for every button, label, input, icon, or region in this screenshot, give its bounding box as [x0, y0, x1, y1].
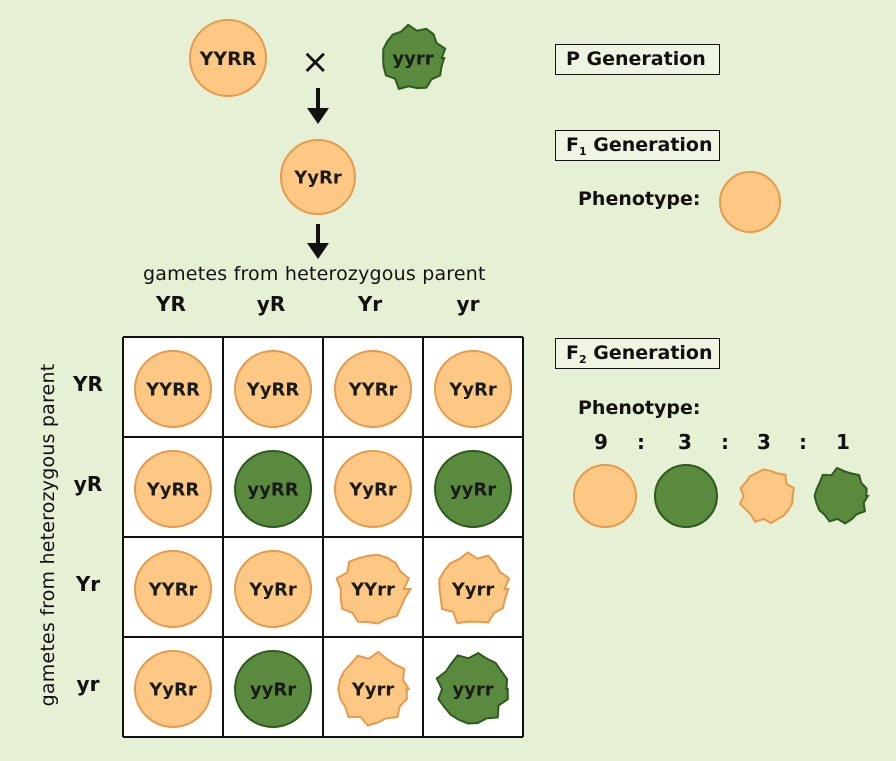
genotype-label: YyRr [448, 380, 497, 401]
green-wrinkled-pea-icon [382, 23, 447, 91]
genotype-label: yyRr [250, 680, 296, 701]
green-wrinkled-pea-icon [435, 651, 509, 725]
f2-phenotype-green-round [654, 464, 718, 528]
row-header-yr: yr [76, 672, 100, 696]
punnett-cell-YYrr: YYrr [335, 553, 413, 625]
arrow-f1-to-f2 [307, 224, 329, 259]
top-gametes-label: gametes from heterozygous parent [143, 263, 486, 285]
f1-phenotype-pea [719, 171, 781, 233]
f2-phenotype-green-wrinkled [813, 466, 870, 525]
punnett-cell-YyRr: YyRr [234, 550, 312, 628]
green-round-pea-icon [234, 650, 312, 728]
parent-pea-green-wrinkled: yyrr [382, 23, 447, 91]
yellow-round-pea-icon [334, 350, 412, 428]
genotype-label: YYRr [148, 580, 198, 601]
ratio-value-1: 9 [594, 430, 608, 454]
genotype-label: Yyrr [351, 680, 395, 701]
p-generation-label: P Generation [555, 44, 720, 75]
punnett-cell-YYRr: YYRr [134, 550, 212, 628]
genotype-label: YYRR [199, 48, 257, 70]
yellow-round-pea-icon [134, 450, 212, 528]
ratio-separator-2: : [721, 430, 729, 454]
ratio-value-4: 1 [836, 430, 850, 454]
yellow-round-pea-icon [189, 19, 267, 97]
genotype-label: YyRr [348, 480, 397, 501]
arrow-p-to-f1 [307, 88, 329, 124]
punnett-cell-YyRR: YyRR [234, 350, 312, 428]
cross-symbol: × [301, 42, 330, 82]
f2-generation-label: F2 Generation [555, 338, 720, 369]
column-header-YR: YR [156, 292, 186, 316]
f2-phenotype-label: Phenotype: [578, 397, 701, 419]
genotype-label: YyRr [148, 680, 197, 701]
row-header-yR: yR [73, 472, 103, 496]
f2-phenotype-yellow-wrinkled [738, 468, 795, 525]
genotype-label: yyrr [392, 49, 433, 70]
row-header-YR: YR [73, 372, 103, 396]
ratio-value-2: 3 [678, 430, 692, 454]
punnett-cell-yyRR: yyRR [234, 450, 312, 528]
punnett-cell-yyRr: yyRr [234, 650, 312, 728]
genotype-label: YYrr [350, 580, 395, 601]
genotype-label: yyRr [450, 480, 496, 501]
f1-phenotype-label: Phenotype: [578, 188, 701, 210]
genotype-label: yyRR [247, 480, 298, 501]
yellow-wrinkled-pea-icon [438, 551, 511, 625]
genotype-label: YYRr [348, 380, 398, 401]
column-header-yr: yr [456, 292, 480, 316]
green-wrinkled-pea-icon [813, 466, 870, 525]
yellow-round-pea-icon [234, 350, 312, 428]
row-header-Yr: Yr [75, 572, 101, 596]
yellow-round-pea-icon [573, 464, 637, 528]
genotype-label: Yyrr [451, 580, 495, 601]
punnett-cell-YyRR: YyRR [134, 450, 212, 528]
genotype-label: YYRR [145, 380, 200, 401]
f1-generation-label: F1 Generation [555, 130, 720, 161]
punnett-cell-YYRR: YYRR [134, 350, 212, 428]
ratio-separator-3: : [799, 430, 807, 454]
punnett-cell-YYRr: YYRr [334, 350, 412, 428]
ratio-separator-1: : [637, 430, 645, 454]
punnett-cell-Yyrr: Yyrr [337, 650, 411, 727]
punnett-cell-yyRr: yyRr [434, 450, 512, 528]
yellow-round-pea-icon [280, 139, 356, 215]
genotype-label: YyRR [246, 380, 300, 401]
column-header-yR: yR [256, 292, 286, 316]
yellow-round-pea-icon [434, 350, 512, 428]
yellow-round-pea-icon [334, 450, 412, 528]
yellow-wrinkled-pea-icon [335, 553, 413, 625]
side-gametes-label: gametes from heterozygous parent [37, 363, 59, 707]
parent-pea-yellow-round: YYRR [189, 19, 267, 97]
punnett-cell-YyRr: YyRr [134, 650, 212, 728]
punnett-cell-YyRr: YyRr [434, 350, 512, 428]
green-round-pea-icon [434, 450, 512, 528]
ratio-value-3: 3 [757, 430, 771, 454]
genotype-label: YyRr [248, 580, 297, 601]
punnett-cell-YyRr: YyRr [334, 450, 412, 528]
yellow-round-pea-icon [134, 650, 212, 728]
yellow-wrinkled-pea-icon [738, 468, 795, 525]
f1-pea: YyRr [280, 139, 356, 215]
yellow-round-pea-icon [134, 350, 212, 428]
genotype-label: YyRR [146, 480, 200, 501]
column-header-Yr: Yr [357, 292, 383, 316]
punnett-cell-Yyrr: Yyrr [438, 551, 511, 625]
yellow-round-pea-icon [719, 171, 781, 233]
green-round-pea-icon [654, 464, 718, 528]
f2-phenotype-yellow-round [573, 464, 637, 528]
yellow-round-pea-icon [134, 550, 212, 628]
yellow-wrinkled-pea-icon [337, 650, 411, 727]
yellow-round-pea-icon [234, 550, 312, 628]
green-round-pea-icon [234, 450, 312, 528]
genotype-label: YyRr [293, 168, 342, 189]
punnett-cell-yyrr: yyrr [435, 651, 509, 725]
genotype-label: yyrr [452, 680, 493, 701]
